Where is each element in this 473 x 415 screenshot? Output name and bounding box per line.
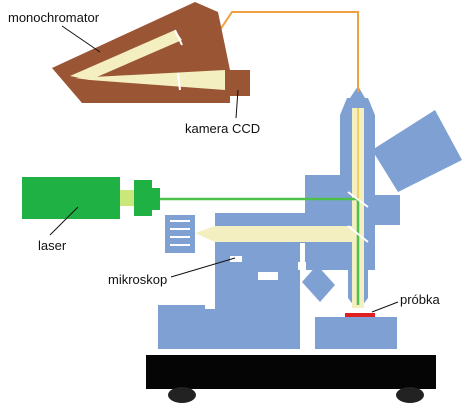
label-microscope: mikroskop bbox=[108, 272, 167, 287]
laser-icon bbox=[22, 177, 160, 219]
label-laser: laser bbox=[38, 238, 67, 253]
monochromator-icon bbox=[52, 2, 250, 103]
heat-sink-fins bbox=[170, 220, 190, 246]
base-stage bbox=[146, 355, 436, 403]
microscope-details bbox=[205, 256, 306, 309]
label-sample: próbka bbox=[400, 292, 441, 307]
beam-splitters bbox=[347, 191, 369, 243]
sample bbox=[345, 313, 375, 317]
laser-beam bbox=[152, 197, 360, 305]
label-ccd-camera: kamera CCD bbox=[185, 121, 260, 136]
leader-lines bbox=[49, 25, 399, 313]
wheel-right bbox=[396, 387, 424, 403]
wheel-left bbox=[168, 387, 196, 403]
label-monochromator: monochromator bbox=[8, 10, 100, 25]
